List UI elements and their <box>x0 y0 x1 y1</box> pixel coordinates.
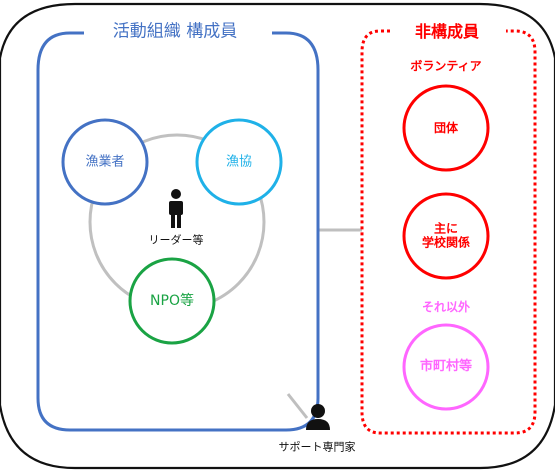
municipality-node <box>402 323 490 411</box>
volunteer-label: ボランティア <box>410 59 482 73</box>
connector-support <box>286 393 309 419</box>
group-node <box>402 84 490 172</box>
non-members-frame <box>360 29 537 435</box>
fishermen-label: 漁業者 <box>85 154 125 170</box>
support-label: サポート専門家 <box>278 440 356 454</box>
school-node <box>402 192 490 280</box>
npo-node <box>128 257 216 345</box>
coop-label: 漁協 <box>225 154 253 170</box>
npo-label: NPO等 <box>150 293 194 309</box>
school-label: 主に 学校関係 <box>422 222 470 251</box>
members-title: 活動組織 構成員 <box>112 21 238 42</box>
school-label-line2: 学校関係 <box>421 236 471 250</box>
leader-label: リーダー等 <box>148 233 204 247</box>
others-label: それ以外 <box>421 300 471 314</box>
school-label-line1: 主に <box>433 221 459 236</box>
group-label: 団体 <box>433 120 459 135</box>
non-members-title: 非構成員 <box>414 22 480 41</box>
members-frame <box>36 31 320 432</box>
support-person-icon <box>306 404 330 430</box>
leader-person-icon <box>169 189 183 228</box>
coop-node <box>195 118 283 206</box>
fishermen-node <box>61 118 149 206</box>
municipality-label: 市町村等 <box>419 359 473 375</box>
